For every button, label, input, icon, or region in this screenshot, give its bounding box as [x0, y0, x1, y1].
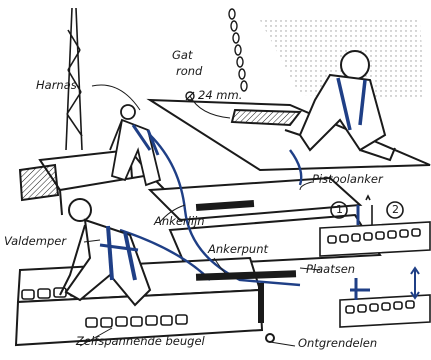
- label-gat-size: 24 mm.: [198, 88, 243, 102]
- hole-slash: [185, 91, 195, 101]
- step-1-number: 1: [336, 203, 343, 216]
- label-plaatsen: Plaatsen: [306, 262, 356, 276]
- crane-jib: [65, 7, 83, 151]
- inset-pistoolanker: [319, 194, 431, 257]
- anchor-rails: [195, 199, 297, 343]
- label-pistoolanker: Pistoolanker: [312, 172, 383, 186]
- chain: [228, 8, 248, 92]
- inset-plaatsen: [339, 266, 431, 328]
- label-gat-2: rond: [176, 64, 203, 78]
- label-ankerpunt: Ankerpunt: [208, 242, 269, 256]
- label-gat-1: Gat: [172, 48, 193, 62]
- label-valdemper: Valdemper: [4, 234, 67, 248]
- label-zelfspannende-beugel: Zelfspannende beugel: [76, 334, 205, 348]
- label-ankerlijn: Ankerlijn: [154, 214, 205, 228]
- step-2-number: 2: [392, 203, 399, 216]
- worker-right: [284, 50, 396, 162]
- worker-top: [109, 104, 162, 187]
- label-harnas: Harnas: [36, 78, 77, 92]
- worker-left: [59, 198, 152, 307]
- hole-icon: [185, 91, 195, 101]
- label-ontgrendelen: Ontgrendelen: [298, 336, 378, 350]
